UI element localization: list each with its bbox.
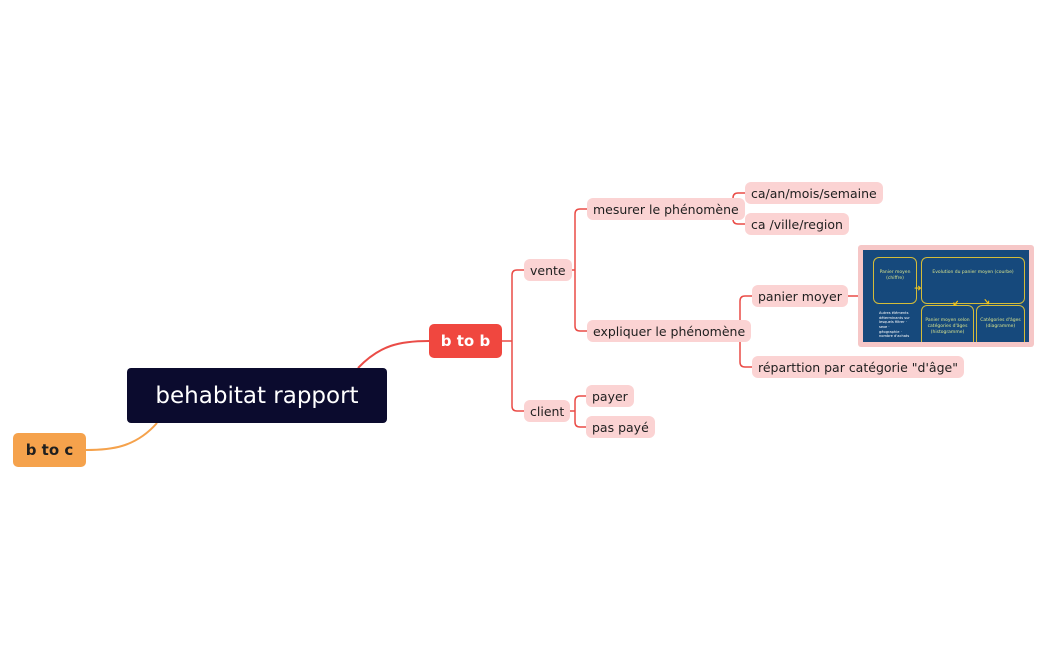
node-client[interactable]: client xyxy=(524,400,571,422)
node-expliquer-le-phenomene[interactable]: expliquer le phénomène xyxy=(587,320,752,342)
thumbnail-box-panier-moyen: Panier moyen (chiffre) xyxy=(873,257,917,304)
node-repartition-categorie-age[interactable]: réparttion par catégorie "d'âge" xyxy=(752,356,964,378)
dashboard-thumbnail[interactable]: Panier moyen (chiffre) Evolution du pani… xyxy=(858,245,1034,347)
edge-btob-fork xyxy=(502,269,524,412)
edge-root-btoc xyxy=(85,422,158,451)
node-b-to-c[interactable]: b to c xyxy=(13,433,86,467)
node-ca-an-mois-semaine[interactable]: ca/an/mois/semaine xyxy=(745,182,883,204)
node-payer[interactable]: payer xyxy=(586,385,634,407)
node-pas-paye[interactable]: pas payé xyxy=(586,416,655,438)
thumbnail-box-categories-age: Catégories d'âges (diagramme) xyxy=(976,305,1025,342)
node-ca-ville-region[interactable]: ca /ville/region xyxy=(745,213,849,235)
node-b-to-b[interactable]: b to b xyxy=(429,324,502,358)
edge-root-btob xyxy=(357,340,430,369)
thumbnail-canvas: Panier moyen (chiffre) Evolution du pani… xyxy=(863,250,1029,342)
node-panier-moyer[interactable]: panier moyer xyxy=(752,285,848,307)
thumbnail-box-panier-age: Panier moyen selon catégories d'âges (hi… xyxy=(921,305,974,342)
thumbnail-box-evolution: Evolution du panier moyen (courbe) xyxy=(921,257,1025,304)
root-node[interactable]: behabitat rapport xyxy=(127,368,387,423)
thumbnail-note: Autres éléments déterminants sur lesquel… xyxy=(879,311,910,339)
arrow-right-icon: ➜ xyxy=(914,284,922,294)
node-vente[interactable]: vente xyxy=(524,259,572,281)
node-mesurer-le-phenomene[interactable]: mesurer le phénomène xyxy=(587,198,745,220)
